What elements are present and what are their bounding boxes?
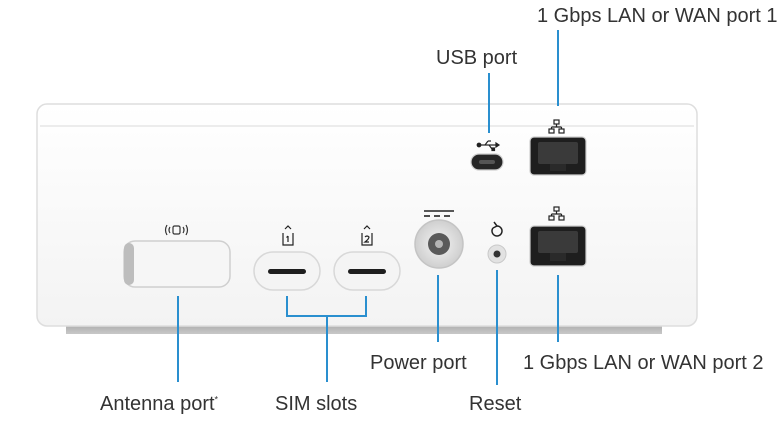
sim-slot-2-opening (348, 269, 386, 274)
power-port-pin (435, 240, 443, 248)
label-antenna-footnote-mark: * (214, 394, 219, 405)
lan-wan-port-2-jack (538, 231, 578, 253)
sim-2-icon (361, 225, 373, 246)
antenna-icon (164, 224, 189, 236)
sim-slot-1-opening (268, 269, 306, 274)
network-icon (548, 119, 565, 134)
antenna-port-shadow (124, 243, 134, 285)
sim-1-icon (282, 225, 294, 246)
label-usb-port: USB port (436, 47, 518, 69)
lan-wan-port-1-clip (550, 164, 566, 171)
reset-icon (491, 221, 503, 237)
callout-sim (286, 296, 367, 382)
label-antenna-port: Antenna port* (100, 393, 218, 416)
label-power-port: Power port (370, 352, 467, 374)
reset-hole (493, 250, 501, 258)
usb-icon (476, 140, 501, 152)
lan-wan-port-2-clip (550, 253, 566, 261)
label-reset: Reset (469, 393, 522, 415)
label-lan-wan-1: 1 Gbps LAN or WAN port 1 (537, 5, 778, 27)
lan-wan-port-1-jack (538, 142, 578, 164)
label-lan-wan-2: 1 Gbps LAN or WAN port 2 (523, 352, 764, 374)
label-sim-slots: SIM slots (275, 393, 358, 415)
dc-power-icon (424, 210, 454, 217)
label-antenna-port-text: Antenna port (100, 393, 215, 415)
callout-lines (177, 30, 559, 385)
device-body (36, 103, 698, 327)
usb-c-tongue (479, 160, 495, 164)
network-icon (548, 206, 565, 221)
antenna-port (123, 240, 231, 288)
